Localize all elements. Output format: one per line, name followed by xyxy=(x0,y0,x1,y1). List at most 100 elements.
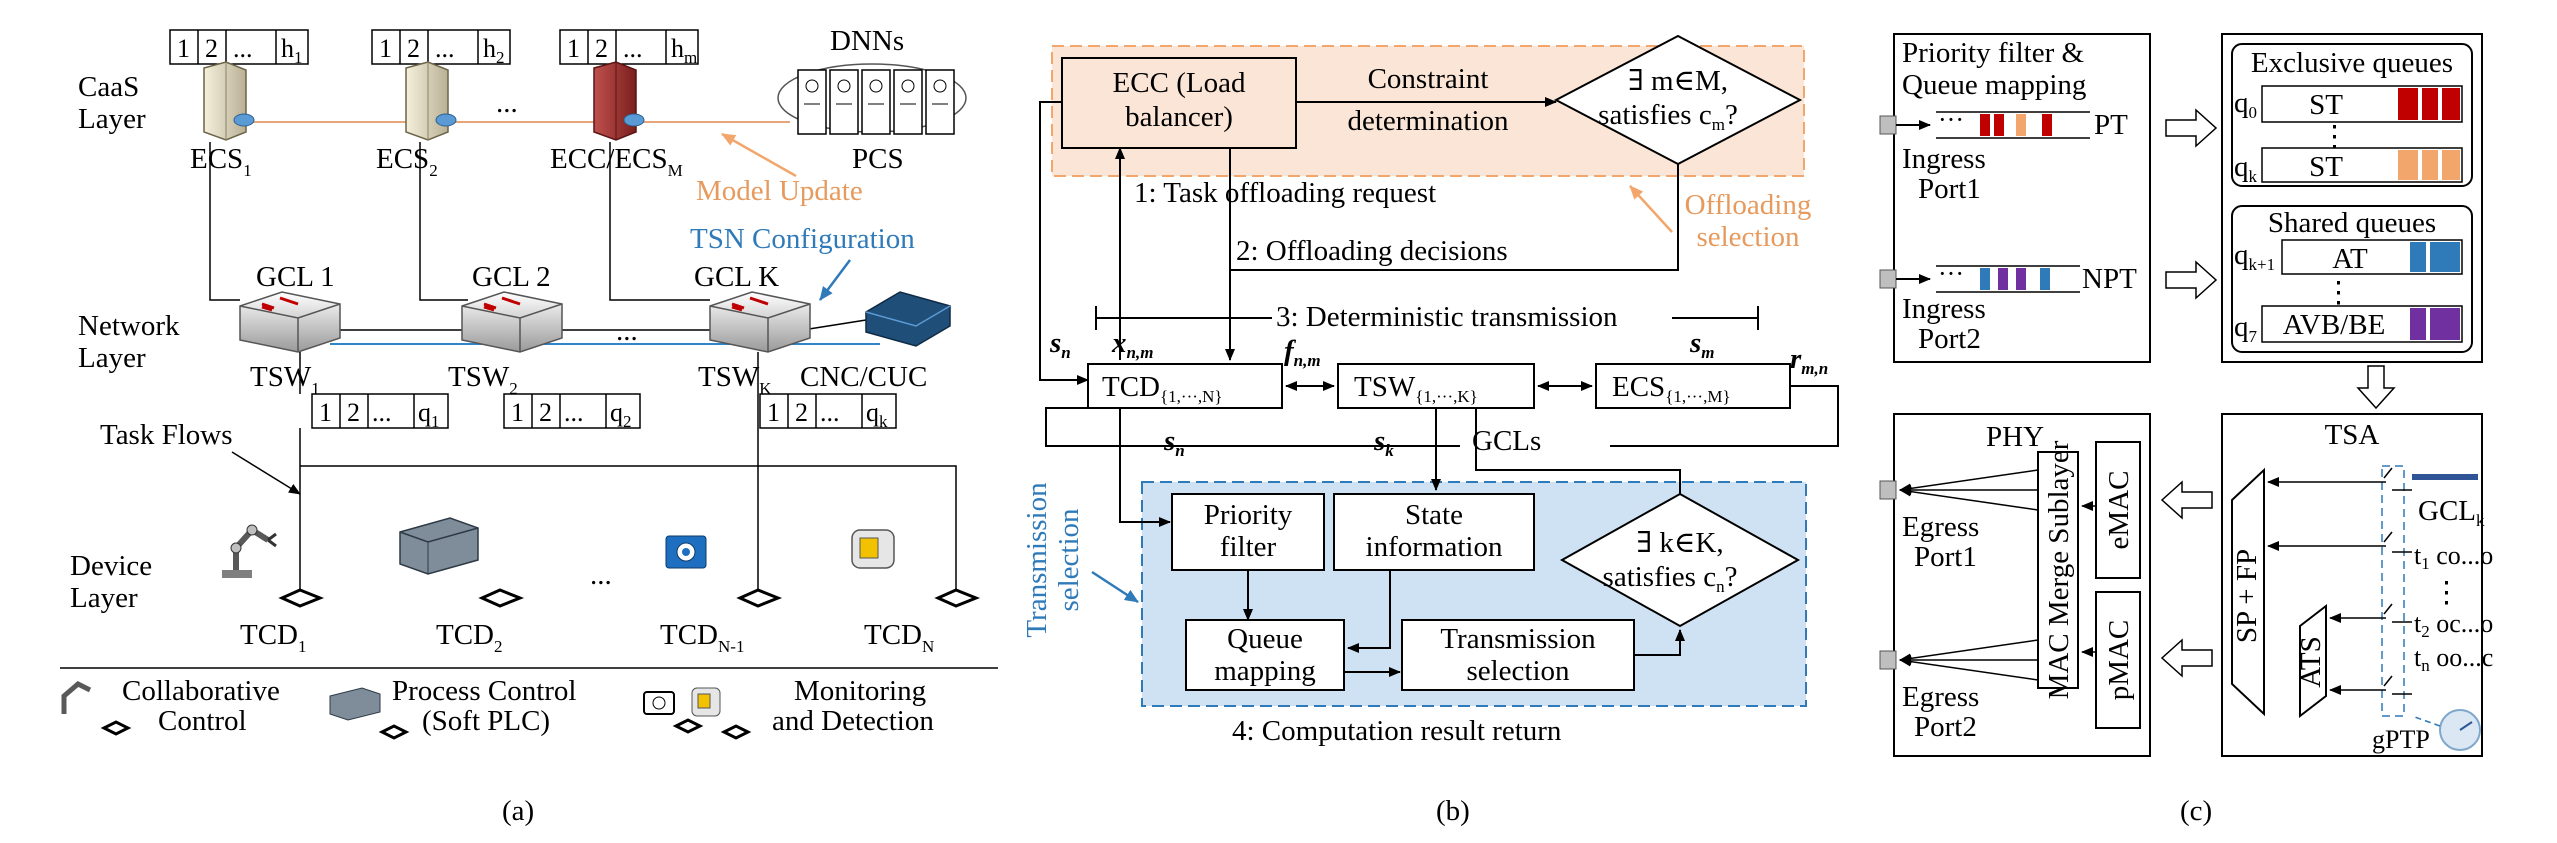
svg-text:...: ... xyxy=(233,34,253,63)
gcl-1-label: GCL 1 xyxy=(256,261,335,293)
ecc-uplink xyxy=(609,142,710,301)
emac-box xyxy=(2095,441,2141,579)
transmission-selection-side-label: Transmissionselection xyxy=(1021,482,1085,638)
npt-label: NPT xyxy=(2082,263,2137,295)
svg-text:q1: q1 xyxy=(418,398,440,431)
legend-plc-icon xyxy=(329,687,410,740)
exists-k-label: ∃ k∈K,satisfies cn? xyxy=(1603,527,1738,596)
gcl-row-2: t2 oc...o xyxy=(2414,609,2493,641)
tsw2-label: TSW2 xyxy=(448,361,518,398)
ats-label: ATS xyxy=(2295,636,2327,688)
pcs-label: PCS xyxy=(852,143,904,175)
diamond-to-gcl-line xyxy=(1475,408,1681,494)
svg-text:qk: qk xyxy=(866,398,888,431)
transmission-to-diamond-arrow xyxy=(1634,629,1685,656)
svg-text:...: ... xyxy=(820,398,840,427)
server-queue-2: 1 2 ... h2 xyxy=(371,29,511,67)
to-phy-arrow-2 xyxy=(2160,638,2213,678)
tsw1-label: TSW1 xyxy=(250,361,320,398)
svg-text:...: ... xyxy=(564,398,584,427)
egress-arrows-1 xyxy=(1899,469,2039,511)
f-nm-label: fn,m xyxy=(1284,335,1321,370)
r-mn-label: rm,n xyxy=(1790,343,1828,378)
sp-fp-label: SP + FP xyxy=(2231,549,2263,643)
ecc-server-icon xyxy=(593,61,645,141)
task-flows-arrow xyxy=(231,451,301,495)
tcd-to-priority-arrow xyxy=(1119,408,1171,527)
svg-text:h2: h2 xyxy=(483,34,505,67)
server-icon xyxy=(405,61,457,141)
queue-mapping-box xyxy=(1185,619,1345,691)
tsa-label: TSA xyxy=(2325,419,2380,451)
s-k-label: sk xyxy=(1373,425,1394,460)
server-icon xyxy=(203,61,255,141)
priority-filter-panel xyxy=(1893,33,2151,363)
svg-text:2: 2 xyxy=(347,398,360,427)
panel-c: Priority filter &Queue mapping ··· PT In… xyxy=(1879,33,2493,827)
svg-text:1: 1 xyxy=(511,398,524,427)
qk-label: qk xyxy=(2234,151,2258,186)
step1-label: 1: Task offloading request xyxy=(1134,177,1436,209)
exclusive-queues-label: Exclusive queues xyxy=(2251,47,2453,79)
to-exclusive-arrow xyxy=(2165,108,2218,148)
tcd-chip-icon xyxy=(934,588,981,608)
s-n-label: sn xyxy=(1049,327,1071,362)
dnns-label: DNNs xyxy=(830,25,904,57)
pmac-label: pMAC xyxy=(2103,620,2135,701)
svg-text:h1: h1 xyxy=(281,34,303,67)
svg-text:...: ... xyxy=(623,34,643,63)
plc-rack-icon xyxy=(399,517,479,575)
step2-label: 2: Offloading decisions xyxy=(1236,235,1508,267)
gate-arrows xyxy=(2267,467,2412,695)
tsw-box xyxy=(1337,363,1535,409)
legend-process-control: Process Control(Soft PLC) xyxy=(392,675,576,737)
q0-label: q0 xyxy=(2234,87,2257,122)
switch-queue-1: 1 2 ... q1 xyxy=(311,393,449,431)
x-nm-label: xn,m xyxy=(1111,327,1153,362)
switch-queue-k: 1 2 ... qk xyxy=(759,393,897,431)
step4-label: 4: Computation result return xyxy=(1232,715,1562,747)
ingress-port2-icon xyxy=(1879,269,1897,289)
pcs-cluster-icon xyxy=(777,63,967,135)
to-shared-arrow xyxy=(2165,260,2218,300)
s-n-bottom-label: sn xyxy=(1163,425,1185,460)
tcd-chip-icon xyxy=(278,588,325,608)
q7-label: q7 xyxy=(2234,311,2258,346)
svg-text:2: 2 xyxy=(595,34,608,63)
gcl-row-1: t1 co...o xyxy=(2414,541,2493,573)
ecc-label: ECC/ECSM xyxy=(550,143,683,180)
ingress-port1-icon xyxy=(1879,115,1897,135)
tcd2-label: TCD2 xyxy=(436,619,503,656)
pf-title: Priority filter &Queue mapping xyxy=(1902,37,2086,101)
svg-text:···: ··· xyxy=(1938,259,1964,288)
svg-text:1: 1 xyxy=(567,34,580,63)
qk-type: ST xyxy=(2309,151,2343,183)
q0-type: ST xyxy=(2309,89,2343,121)
tcd-chip-icon xyxy=(736,588,783,608)
tsa-panel xyxy=(2221,413,2483,757)
tcdn1-label: TCDN-1 xyxy=(660,619,744,656)
tswk-label: TSWK xyxy=(698,361,772,398)
task-flows-label: Task Flows xyxy=(100,419,233,451)
device-ellipsis: ... xyxy=(590,559,612,591)
tsw-box-label: TSW{1,···,K} xyxy=(1354,371,1478,406)
ecs-box-label: ECS{1,···,M} xyxy=(1612,371,1731,406)
svg-text:1: 1 xyxy=(379,34,392,63)
phy-label: PHY xyxy=(1986,421,2044,453)
svg-text:...: ... xyxy=(435,34,455,63)
svg-text:q2: q2 xyxy=(610,398,632,431)
qk1-label: qk+1 xyxy=(2234,239,2275,274)
svg-text:1: 1 xyxy=(177,34,190,63)
pmac-box xyxy=(2095,591,2141,729)
pt-label: PT xyxy=(2094,109,2128,141)
